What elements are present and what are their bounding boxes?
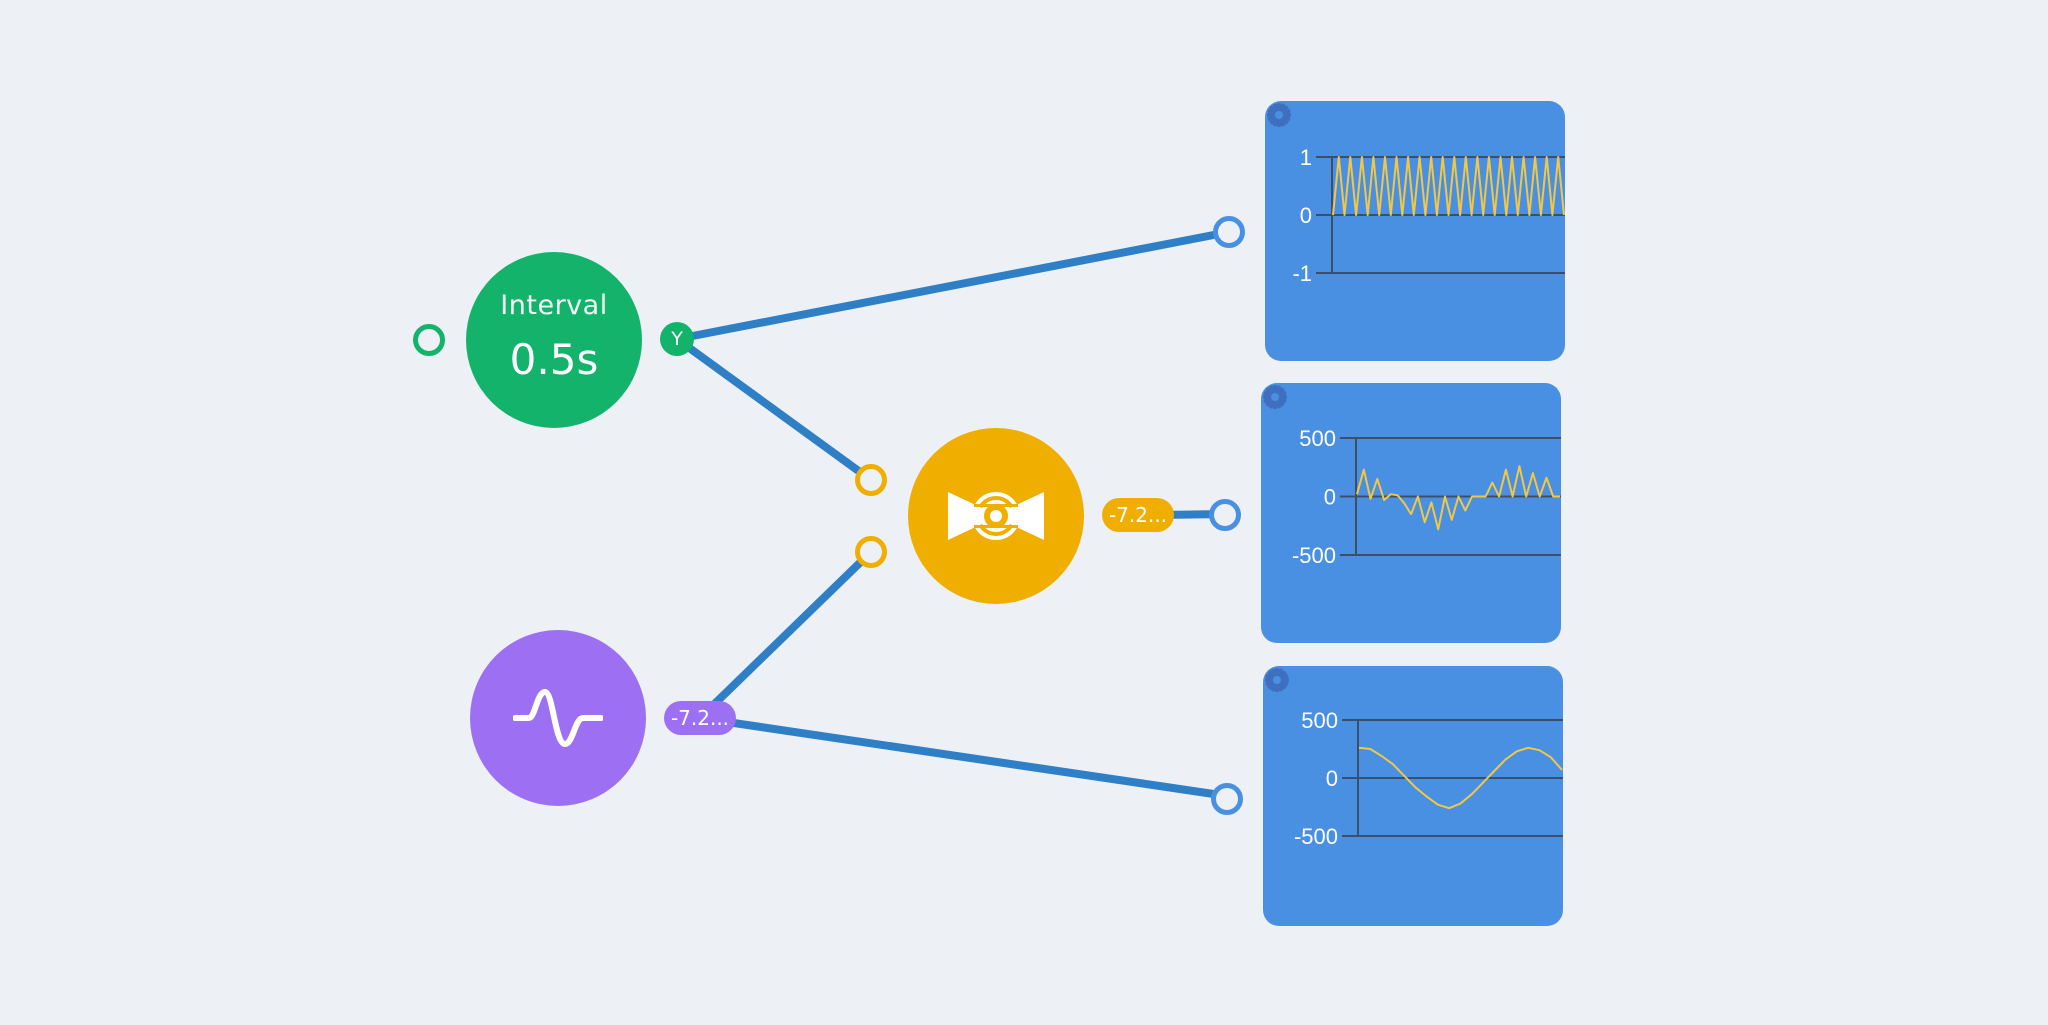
filter-node[interactable] bbox=[908, 428, 1084, 604]
gear-icon[interactable] bbox=[1263, 666, 1291, 694]
plot-2-chart: 500 0 -500 bbox=[1292, 426, 1561, 568]
bowtie-wave-icon bbox=[948, 492, 1044, 540]
wire-interval-to-panel1 bbox=[673, 228, 1233, 343]
interval-output-port[interactable]: Y bbox=[660, 322, 694, 356]
plot-panel-3[interactable]: 500 0 -500 bbox=[1263, 666, 1563, 926]
y-tick-label: 0 bbox=[1326, 766, 1338, 791]
plot-panel-3-input-port[interactable] bbox=[1211, 783, 1243, 815]
plot-panel-1-input-port[interactable] bbox=[1213, 216, 1245, 248]
wave-output-value[interactable]: -7.2... bbox=[664, 701, 736, 735]
gear-icon[interactable] bbox=[1265, 101, 1293, 129]
wire-wave-to-filter bbox=[696, 548, 875, 722]
y-tick-label: 500 bbox=[1299, 426, 1336, 451]
y-tick-label: -500 bbox=[1292, 543, 1336, 568]
plot-panel-2-input-port[interactable] bbox=[1209, 499, 1241, 531]
y-tick-label: 1 bbox=[1300, 145, 1312, 170]
series-line bbox=[1358, 746, 1563, 810]
filter-input-port-a[interactable] bbox=[855, 464, 887, 496]
plot-panel-1[interactable]: 1 0 -1 bbox=[1265, 101, 1565, 361]
plot-1-chart: 1 0 -1 bbox=[1292, 145, 1565, 286]
series-line bbox=[1332, 156, 1565, 216]
plot-3-chart: 500 0 -500 bbox=[1294, 708, 1563, 849]
filter-output-value[interactable]: -7.2... bbox=[1102, 498, 1174, 532]
y-tick-label: 500 bbox=[1301, 708, 1338, 733]
interval-title: Interval bbox=[500, 290, 608, 321]
wave-node[interactable] bbox=[470, 630, 646, 806]
series-line bbox=[1356, 465, 1560, 531]
filter-input-port-b[interactable] bbox=[855, 536, 887, 568]
plot-panel-2[interactable]: 500 0 -500 bbox=[1261, 383, 1561, 643]
sine-wave-icon bbox=[513, 688, 603, 748]
y-tick-label: -500 bbox=[1294, 824, 1338, 849]
interval-input-port[interactable] bbox=[413, 324, 445, 356]
y-tick-label: 0 bbox=[1324, 485, 1336, 510]
y-tick-label: -1 bbox=[1292, 261, 1312, 286]
y-tick-label: 0 bbox=[1300, 203, 1312, 228]
interval-value: 0.5s bbox=[509, 335, 599, 384]
wire-interval-to-filter bbox=[673, 335, 875, 484]
gear-icon[interactable] bbox=[1261, 383, 1289, 411]
interval-node[interactable]: Interval 0.5s bbox=[466, 252, 642, 428]
wire-wave-to-panel3 bbox=[696, 714, 1231, 800]
